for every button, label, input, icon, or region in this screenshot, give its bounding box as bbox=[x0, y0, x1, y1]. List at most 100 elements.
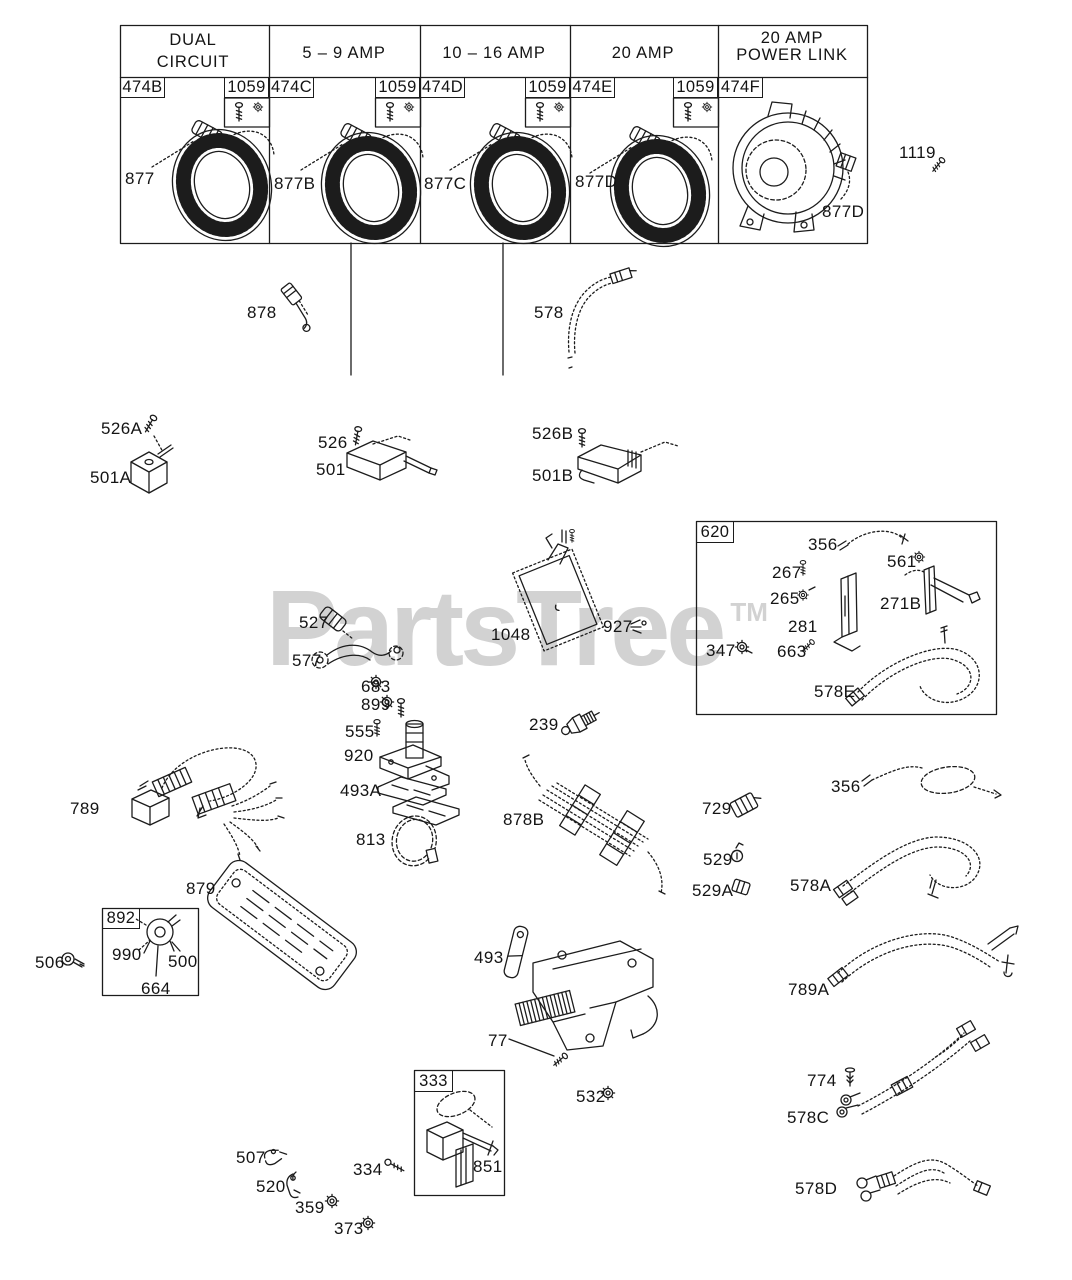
part-label-526: 526 bbox=[318, 433, 348, 452]
switch-239-drawing bbox=[560, 710, 600, 736]
wire-878-drawing bbox=[280, 282, 311, 333]
box-620-frame bbox=[695, 520, 998, 716]
solenoid-920-drawing bbox=[379, 697, 450, 791]
ref-box-label-892: 892 bbox=[102, 908, 140, 929]
part-label-774: 774 bbox=[807, 1071, 837, 1090]
part-label-501: 501 bbox=[316, 460, 346, 479]
section-title-20-amp-power-link-line2: POWER LINK bbox=[736, 46, 848, 64]
part-label-813: 813 bbox=[356, 830, 386, 849]
clamp-813-drawing bbox=[391, 815, 439, 867]
screw-77-drawing bbox=[508, 1038, 570, 1069]
bracket-493A-drawing bbox=[377, 776, 460, 826]
cable-578C-drawing bbox=[836, 1020, 991, 1118]
harness-878B-drawing bbox=[522, 754, 666, 895]
ref-box-label-474D: 474D bbox=[420, 77, 465, 98]
part-label-577: 577 bbox=[292, 651, 322, 670]
section-title-dual-circuit-line1: DUAL bbox=[169, 31, 217, 49]
stator-drawing-dual-circuit bbox=[152, 118, 285, 253]
part-label-877C: 877C bbox=[424, 174, 467, 193]
ref-box-label-474E: 474E bbox=[570, 77, 615, 98]
module-501B-drawing bbox=[577, 441, 679, 484]
grommet-529-drawing bbox=[730, 842, 744, 863]
clip-927-drawing bbox=[630, 619, 647, 634]
part-label-501B: 501B bbox=[532, 466, 574, 485]
section-title-dual-circuit-line2: CIRCUIT bbox=[156, 53, 230, 71]
part-label-520: 520 bbox=[256, 1177, 286, 1196]
part-label-663: 663 bbox=[777, 642, 807, 661]
part-label-239: 239 bbox=[529, 715, 559, 734]
screw-526A-drawing bbox=[141, 413, 164, 453]
clip-729-drawing bbox=[729, 792, 762, 818]
part-label-493A: 493A bbox=[340, 781, 382, 800]
part-label-526B: 526B bbox=[532, 424, 574, 443]
part-label-851: 851 bbox=[473, 1157, 503, 1176]
part-label-578: 578 bbox=[534, 303, 564, 322]
ref-box-label-620: 620 bbox=[696, 521, 734, 543]
part-label-506: 506 bbox=[35, 953, 65, 972]
alternator-drawing-power-link bbox=[732, 101, 857, 233]
part-label-347: 347 bbox=[706, 641, 736, 660]
box-892-contents bbox=[135, 914, 181, 977]
part-label-359: 359 bbox=[295, 1198, 325, 1217]
section-title-20-amp-power-link-line1: 20 AMP bbox=[760, 29, 824, 47]
cable-578A-drawing bbox=[832, 836, 981, 906]
ref-box-label-474C: 474C bbox=[269, 77, 314, 98]
part-label-267: 267 bbox=[772, 563, 802, 582]
part-label-334: 334 bbox=[353, 1160, 383, 1179]
module-501-drawing bbox=[346, 435, 438, 481]
part-label-877: 877 bbox=[125, 169, 155, 188]
ref-box-label-1059-3: 1059 bbox=[525, 77, 570, 98]
part-label-578E: 578E bbox=[814, 682, 856, 701]
screw-1059-drawings bbox=[234, 101, 713, 122]
part-label-529A: 529A bbox=[692, 881, 734, 900]
part-label-664: 664 bbox=[141, 979, 171, 998]
part-label-527: 527 bbox=[299, 613, 329, 632]
plate-1048-drawing bbox=[511, 528, 605, 652]
part-label-789: 789 bbox=[70, 799, 100, 818]
bolt-506-drawing bbox=[61, 952, 85, 968]
part-label-729: 729 bbox=[702, 799, 732, 818]
section-title-5-9-amp: 5 – 9 AMP bbox=[302, 44, 386, 62]
part-label-789A: 789A bbox=[788, 980, 830, 999]
box-333-frame bbox=[413, 1069, 506, 1197]
box-620-contents bbox=[734, 530, 981, 707]
screw-334-drawing bbox=[384, 1158, 405, 1173]
part-label-526A: 526A bbox=[101, 419, 143, 438]
part-label-265: 265 bbox=[770, 589, 800, 608]
part-label-877D-b: 877D bbox=[822, 202, 865, 221]
part-label-356-b: 356 bbox=[831, 777, 861, 796]
part-label-493: 493 bbox=[474, 948, 504, 967]
screw-555-drawing bbox=[373, 718, 381, 737]
part-label-927: 927 bbox=[603, 617, 633, 636]
part-label-1119: 1119 bbox=[899, 143, 936, 162]
part-label-877D-a: 877D bbox=[575, 172, 618, 191]
tube-578-drawing bbox=[567, 267, 637, 369]
part-label-555: 555 bbox=[345, 722, 375, 741]
part-label-878B: 878B bbox=[503, 810, 545, 829]
part-label-529: 529 bbox=[703, 850, 733, 869]
cable-789A-drawing bbox=[827, 925, 1019, 988]
part-label-77: 77 bbox=[488, 1031, 508, 1050]
ref-box-label-333: 333 bbox=[414, 1070, 453, 1092]
arm-577-drawing bbox=[311, 644, 404, 669]
part-label-500: 500 bbox=[168, 952, 198, 971]
part-label-878: 878 bbox=[247, 303, 277, 322]
reference-table-frame bbox=[119, 24, 869, 245]
screw-526B-drawing bbox=[577, 427, 587, 448]
clip-507-drawing bbox=[263, 1148, 288, 1166]
module-501A-drawing bbox=[130, 444, 174, 494]
part-label-507: 507 bbox=[236, 1148, 266, 1167]
nut-359-drawing bbox=[324, 1193, 340, 1209]
harness-789-drawing bbox=[131, 747, 285, 861]
part-label-281: 281 bbox=[788, 617, 818, 636]
part-label-271B: 271B bbox=[880, 594, 922, 613]
part-label-578D: 578D bbox=[795, 1179, 838, 1198]
bracket-520-drawing bbox=[286, 1171, 301, 1199]
stator-drawing-10-16-amp bbox=[450, 121, 583, 256]
ref-box-label-1059-4: 1059 bbox=[673, 77, 718, 98]
wire-356-drawing bbox=[861, 765, 1002, 799]
part-label-578A: 578A bbox=[790, 876, 832, 895]
part-label-561: 561 bbox=[887, 552, 917, 571]
section-title-10-16-amp: 10 – 16 AMP bbox=[442, 44, 546, 62]
